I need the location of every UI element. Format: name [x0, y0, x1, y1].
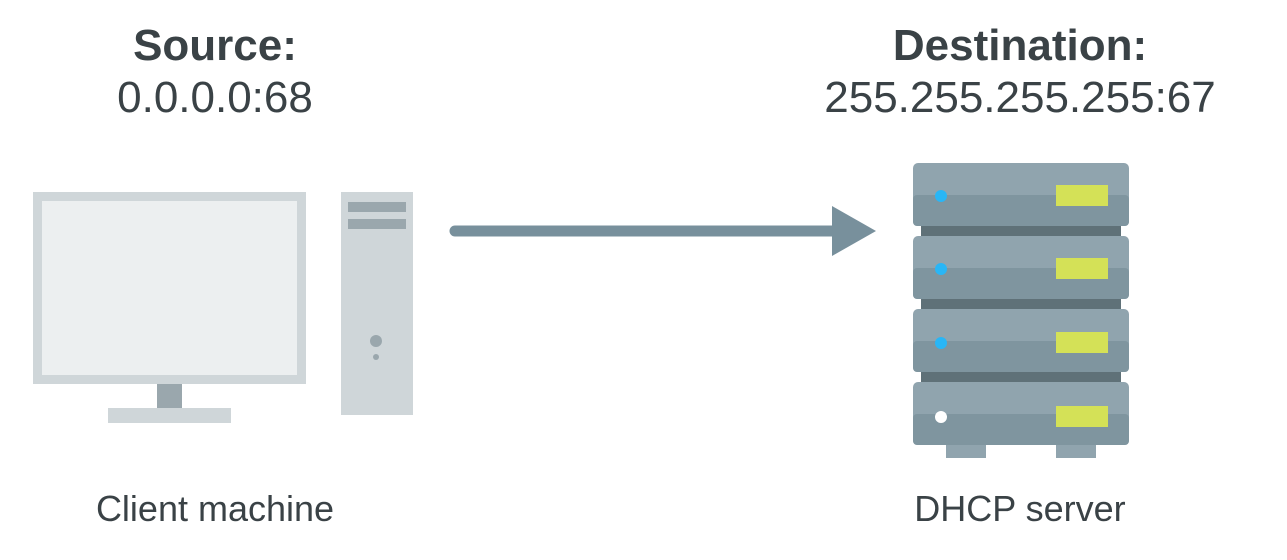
monitor-stand-base — [108, 408, 231, 423]
server-unit-3 — [913, 309, 1129, 372]
server-led — [935, 190, 947, 202]
server-rack-icon — [913, 163, 1129, 458]
arrow-head — [832, 206, 876, 256]
client-caption: Client machine — [95, 488, 335, 529]
destination-heading: Destination: — [892, 21, 1148, 70]
destination-address: 255.255.255.255:67 — [824, 73, 1216, 122]
server-slot — [1056, 406, 1108, 427]
server-led — [935, 411, 947, 423]
monitor-screen — [42, 201, 297, 375]
monitor-stand-neck — [157, 384, 182, 410]
tower-drive-bay-2 — [348, 219, 406, 229]
tower-power-button — [370, 335, 382, 347]
request-arrow — [449, 206, 876, 256]
server-unit-2 — [913, 236, 1129, 299]
source-address: 0.0.0.0:68 — [117, 73, 313, 122]
server-led — [935, 263, 947, 275]
tower-indicator — [373, 354, 379, 360]
desktop-computer-icon — [33, 192, 413, 423]
source-heading: Source: — [133, 21, 297, 70]
server-slot — [1056, 185, 1108, 206]
server-slot — [1056, 332, 1108, 353]
server-unit-4 — [913, 382, 1129, 445]
server-slot — [1056, 258, 1108, 279]
tower-drive-bay-1 — [348, 202, 406, 212]
server-unit-1 — [913, 163, 1129, 226]
server-foot-right — [1056, 445, 1096, 458]
destination-label-group: Destination: 255.255.255.255:67 — [760, 20, 1280, 124]
server-caption: DHCP server — [914, 488, 1126, 529]
source-label-group: Source: 0.0.0.0:68 — [40, 20, 390, 124]
server-foot-left — [946, 445, 986, 458]
computer-tower — [341, 192, 413, 415]
server-led — [935, 337, 947, 349]
